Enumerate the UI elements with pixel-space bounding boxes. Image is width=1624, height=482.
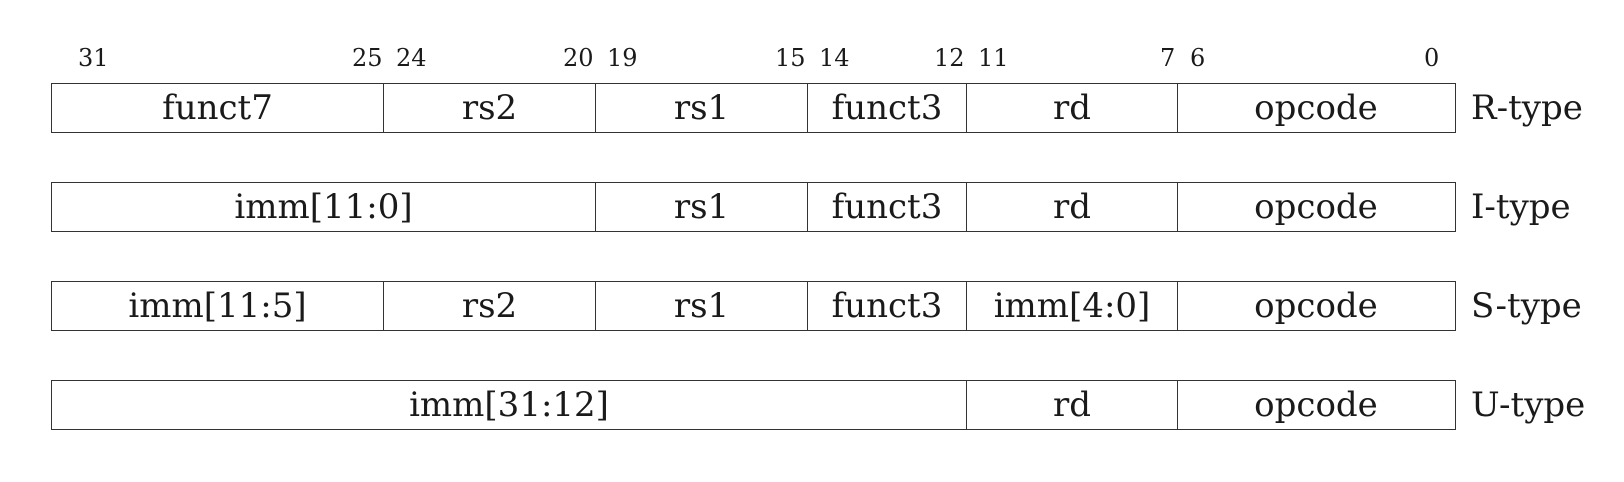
field-opcode: opcode <box>1177 282 1454 330</box>
u-type-label: U-type <box>1471 385 1586 425</box>
field-rs1: rs1 <box>595 84 807 132</box>
bit-label-15: 15 <box>775 44 806 72</box>
field-rs1: rs1 <box>595 183 807 231</box>
field-rd: rd <box>966 381 1177 429</box>
s-type-label: S-type <box>1471 286 1582 326</box>
bit-label-12: 12 <box>934 44 965 72</box>
i-type-label: I-type <box>1471 187 1571 227</box>
bit-label-0: 0 <box>1424 44 1440 72</box>
bit-label-20: 20 <box>563 44 594 72</box>
u-type-format: imm[31:12] rd opcode <box>51 380 1456 430</box>
field-opcode: opcode <box>1177 183 1454 231</box>
field-rs2: rs2 <box>383 282 595 330</box>
field-rd: rd <box>966 84 1177 132</box>
bit-label-24: 24 <box>396 44 427 72</box>
i-type-format: imm[11:0] rs1 funct3 rd opcode <box>51 182 1456 232</box>
field-funct7: funct7 <box>162 88 273 128</box>
field-imm-11-5: imm[11:5] <box>128 286 307 326</box>
r-type-format: funct7 rs2 rs1 funct3 rd opcode <box>51 83 1456 133</box>
bit-label-6: 6 <box>1190 44 1206 72</box>
field-funct3: funct3 <box>807 282 966 330</box>
field-rd: rd <box>966 183 1177 231</box>
bit-label-7: 7 <box>1160 44 1176 72</box>
field-imm-4-0: imm[4:0] <box>966 282 1177 330</box>
bit-label-11: 11 <box>978 44 1009 72</box>
field-imm-31-12: imm[31:12] <box>409 385 609 425</box>
bit-label-31: 31 <box>78 44 109 72</box>
field-rs2: rs2 <box>383 84 595 132</box>
field-opcode: opcode <box>1177 84 1454 132</box>
s-type-format: imm[11:5] rs2 rs1 funct3 imm[4:0] opcode <box>51 281 1456 331</box>
field-imm-11-0: imm[11:0] <box>234 187 413 227</box>
field-funct3: funct3 <box>807 84 966 132</box>
bit-label-19: 19 <box>607 44 638 72</box>
field-opcode: opcode <box>1177 381 1454 429</box>
bit-label-25: 25 <box>352 44 383 72</box>
field-funct3: funct3 <box>807 183 966 231</box>
r-type-label: R-type <box>1471 88 1583 128</box>
bit-label-14: 14 <box>819 44 850 72</box>
field-rs1: rs1 <box>595 282 807 330</box>
